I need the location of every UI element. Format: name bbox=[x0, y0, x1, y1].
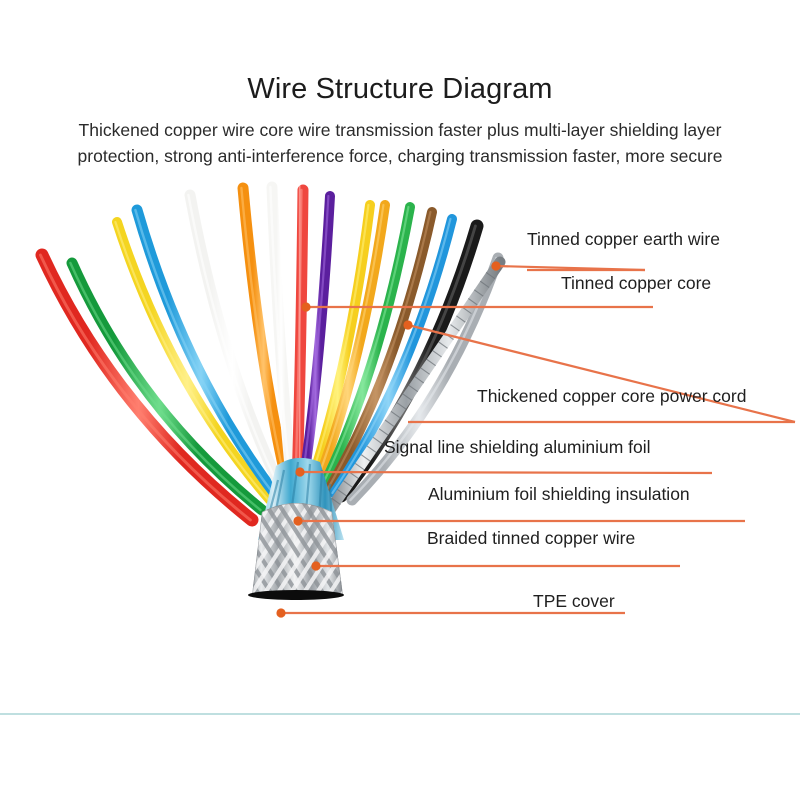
wire-strand-orange-mid bbox=[237, 182, 294, 493]
wire-strand-brown-right bbox=[323, 207, 437, 496]
tpe-outer-jacket bbox=[248, 590, 344, 720]
wire-strand-red-pink-mid bbox=[291, 184, 309, 491]
leader-tinned-copper-core bbox=[301, 302, 653, 312]
subtitle-line-2: protection, strong anti-interference for… bbox=[77, 146, 723, 166]
wire-strand-white-mid bbox=[266, 181, 298, 492]
wire-strand-blue-left bbox=[131, 204, 282, 501]
page-subtitle: Thickened copper wire core wire transmis… bbox=[14, 117, 786, 169]
callout-leader-lines bbox=[276, 261, 796, 618]
callout-label-tpe-cover: TPE cover bbox=[533, 591, 615, 611]
wire-strand-yellow-left bbox=[112, 217, 275, 505]
wire-strand-yellow-right bbox=[305, 200, 375, 491]
braided-shield bbox=[252, 503, 343, 596]
colored-wire-fan bbox=[35, 181, 506, 527]
tinned-copper-earth-strand bbox=[324, 256, 506, 516]
leader-tpe-cover bbox=[276, 608, 625, 618]
leader-thickened-copper-core-power-cord bbox=[403, 320, 796, 424]
callout-label-aluminium-foil-shielding-insulation: Aluminium foil shielding insulation bbox=[428, 484, 690, 504]
callout-label-tinned-copper-earth-wire: Tinned copper earth wire bbox=[527, 229, 720, 249]
page-title: Wire Structure Diagram bbox=[247, 73, 553, 105]
wire-strand-green-right bbox=[317, 202, 415, 494]
subtitle-line-1: Thickened copper wire core wire transmis… bbox=[78, 120, 722, 140]
wire-strand-green-left bbox=[66, 257, 268, 516]
wire-strand-gold-right bbox=[311, 200, 390, 492]
leader-aluminium-foil-shielding-insulation bbox=[293, 516, 745, 526]
wire-strand-red-outer-left bbox=[35, 248, 259, 527]
callout-label-braided-tinned-copper-wire: Braided tinned copper wire bbox=[427, 528, 636, 548]
leader-braided-tinned-copper-wire bbox=[311, 561, 680, 571]
wire-strand-purple-mid bbox=[298, 191, 335, 490]
callout-label-thickened-copper-core-power-cord: Thickened copper core power cord bbox=[477, 386, 747, 406]
wire-strand-white-left bbox=[184, 189, 288, 496]
footer-divider-rule bbox=[0, 713, 800, 715]
callout-label-signal-line-shielding-aluminium-foil: Signal line shielding aluminium foil bbox=[384, 437, 651, 457]
callout-label-tinned-copper-core: Tinned copper core bbox=[561, 273, 712, 293]
leader-signal-line-shielding-aluminium-foil bbox=[295, 467, 713, 477]
leader-tinned-copper-earth-wire bbox=[491, 261, 646, 272]
wire-strand-blue-right bbox=[329, 214, 457, 498]
